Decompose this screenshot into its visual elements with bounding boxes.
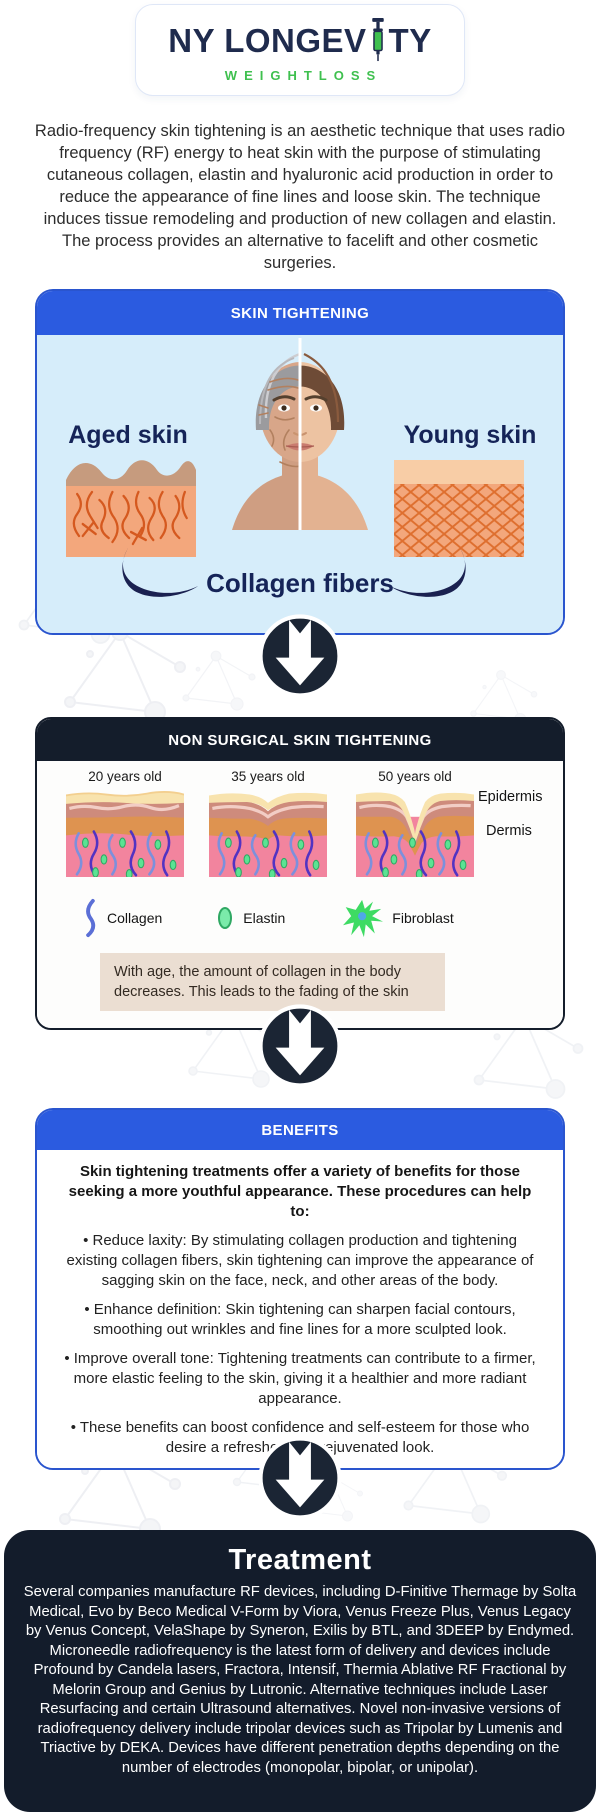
benefit-item: • Reduce laxity: By stimulating collagen… [66,1232,534,1289]
legend: Collagen Elastin Fibroblast [82,896,454,940]
elastin-icon [218,907,233,929]
skin-age-panel-20: 20 years old [65,769,185,882]
section-skin-tightening: SKIN TIGHTENING [35,289,565,635]
down-arrow-icon [0,614,600,698]
syringe-icon [371,17,384,61]
section-benefits-title: BENEFITS [37,1110,563,1150]
aged-vs-young-face-image [232,338,368,530]
legend-elastin: Elastin [216,904,285,932]
infographic: NY LONGEV TY WEIGHTLOSS Radio-frequency … [0,4,600,1812]
benefit-item: • Improve overall tone: Tightening treat… [64,1350,536,1407]
skin-age-panel-35: 35 years old [209,769,327,882]
age-collagen-note: With age, the amount of collagen in the … [100,953,445,1011]
collagen-fibers-caption: Collagen fibers [206,568,394,598]
fibroblast-icon [343,899,384,938]
logo-subtitle: WEIGHTLOSS [224,67,383,83]
aged-skin-diagram [66,460,196,557]
age-label: 50 years old [378,769,452,784]
down-arrow-icon [0,1436,600,1520]
down-arrow-icon [0,1004,600,1088]
logo-card: NY LONGEV TY WEIGHTLOSS [135,4,465,96]
age-label: 35 years old [231,769,305,784]
section-non-surgical-title: NON SURGICAL SKIN TIGHTENING [37,719,563,761]
collagen-icon [86,898,96,938]
logo-text-left: NY LONGEV [168,22,367,59]
skin-age-panel-50: 50 years old [356,769,474,882]
section-treatment: Treatment Several companies manufacture … [4,1530,596,1812]
young-skin-diagram [394,460,524,557]
skin-layers-diagram-35 [209,792,327,881]
benefits-body: Skin tightening treatments offer a varie… [37,1150,563,1468]
logo: NY LONGEV TY [168,17,432,64]
legend-label: Fibroblast [392,910,454,926]
skin-layers-diagram-50 [356,792,474,881]
age-label: 20 years old [88,769,162,784]
intro-paragraph: Radio-frequency skin tightening is an ae… [34,122,566,272]
section-benefits: BENEFITS Skin tightening treatments offe… [35,1108,565,1470]
benefits-intro: Skin tightening treatments offer a varie… [68,1163,532,1220]
section-non-surgical: NON SURGICAL SKIN TIGHTENING 20 years ol… [35,717,565,1030]
logo-text-right: TY [388,22,432,59]
benefit-item: • Enhance definition: Skin tightening ca… [84,1301,516,1338]
treatment-title: Treatment [228,1544,372,1576]
legend-label: Elastin [243,910,286,926]
section-skin-tightening-title: SKIN TIGHTENING [37,291,563,335]
dermis-label: Dermis [486,823,532,839]
treatment-text: Several companies manufacture RF devices… [23,1584,577,1776]
legend-fibroblast: Fibroblast [343,896,454,940]
skin-layers-diagram-20 [65,791,185,881]
legend-collagen: Collagen [82,898,162,938]
skin-tightening-body: Aged skin Young skin [37,335,563,633]
legend-label: Collagen [107,910,163,926]
aged-skin-label: Aged skin [68,421,188,449]
non-surgical-body: 20 years old 35 years old [37,761,563,1028]
epidermis-label: Epidermis [478,789,543,805]
young-skin-label: Young skin [403,421,537,449]
